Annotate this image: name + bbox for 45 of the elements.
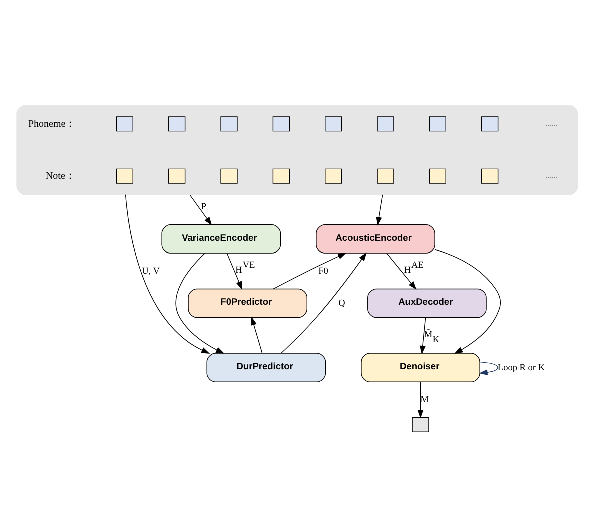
node-box: [220, 168, 238, 184]
arrow: [125, 194, 210, 354]
node-box: [377, 168, 394, 184]
arrow: [479, 361, 498, 376]
node-box: [412, 417, 430, 432]
node-box: AcousticEncoder: [316, 224, 436, 254]
node-box: F0Predictor: [188, 288, 308, 318]
edge-label: Loop R or K: [498, 362, 546, 373]
arrow: [376, 194, 384, 226]
arrow: [190, 194, 212, 226]
arrow: [251, 316, 263, 354]
node-box: [429, 116, 446, 132]
node-box: Denoiser: [361, 352, 480, 382]
arrow: [386, 252, 417, 290]
edge-label: M: [420, 394, 430, 405]
arrow: [176, 252, 225, 354]
node-box: DurPredictor: [206, 352, 326, 382]
node-box: VarianceEncoder: [162, 224, 282, 254]
node-box: [272, 168, 290, 184]
node-box: [168, 168, 186, 184]
node-box: [325, 168, 342, 184]
node-box: [220, 116, 238, 132]
edge-label: U, V: [142, 266, 160, 276]
cluster: [16, 104, 578, 195]
arrow: [273, 252, 347, 290]
arrow: [281, 252, 367, 354]
arrow: [434, 248, 502, 354]
arrow: [226, 252, 243, 290]
arrow: [420, 317, 426, 354]
node-box: AuxDecoder: [368, 288, 487, 318]
arrow: [418, 381, 424, 418]
label: Phoneme：: [28, 118, 76, 130]
node-box: [482, 116, 499, 132]
node-box: [325, 116, 342, 132]
node-box: [429, 168, 446, 184]
node-box: [482, 168, 499, 184]
label: Note：: [46, 170, 76, 182]
node-box: [272, 116, 290, 132]
node-box: [377, 116, 394, 132]
node-box: [116, 116, 134, 132]
node-box: [116, 168, 134, 184]
edge-label: P: [201, 202, 207, 212]
node-box: [168, 116, 186, 132]
edge-label: Q: [338, 298, 346, 308]
edge-label: F0: [318, 266, 328, 276]
